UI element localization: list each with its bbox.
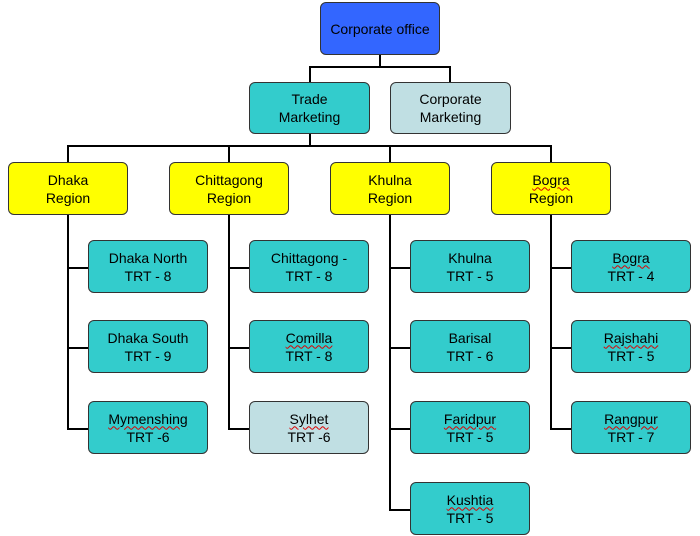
connector-office-branch [389,509,411,511]
connector-office-branch [550,428,572,430]
office-node-label-line: TRT - 5 [446,428,494,445]
office-node-label-line: TRT - 8 [285,267,333,284]
office-node-label-line: Faridpur [443,410,497,427]
office-node-label-line: Dhaka North [108,249,188,266]
connector-office-trunk [389,214,391,510]
trade-marketing-node-label-line: Marketing [278,109,341,125]
office-node-label-line: TRT - 8 [285,347,333,364]
office-node-label-line: Chittagong - [270,249,348,266]
corporate-marketing-node-label-line: Corporate [419,91,482,107]
office-node-label-line: TRT - 9 [124,347,172,364]
office-node-label-line: TRT -6 [287,428,331,445]
office-node-label-line: Khulna [448,249,492,266]
connector-region-drop [389,145,391,162]
region-node-label-line: Region [206,189,252,206]
office-node-label-line: Dhaka South [107,329,189,346]
office-node-label-line: TRT - 8 [124,267,172,284]
connector-office-trunk [228,214,230,429]
office-node-label-line: TRT - 6 [446,347,494,364]
region-node-label-line: Region [367,189,413,206]
connector-trade-down [309,133,311,146]
office-node-label-line: Mymenshing [108,410,188,427]
office-node-label-line: Rajshahi [603,329,659,346]
connector-office-trunk [550,214,552,429]
connector-office-branch [67,428,89,430]
office-node-label-line: TRT - 5 [607,347,655,364]
connector-region-drop [228,145,230,162]
region-node-label-line: Chittagong [195,171,263,188]
connector-office-branch [389,428,411,430]
connector-office-branch [550,347,572,349]
office-node-label-line: Barisal [448,329,492,346]
connector-region-drop [67,145,69,162]
office-node-label-line: TRT - 5 [446,267,494,284]
connector-dept-bus [309,66,451,68]
office-node-label-line: TRT - 5 [446,509,494,526]
connector-root-down [379,54,381,68]
corporate-office-node-label-line: Corporate office [330,20,430,37]
connector-dept-left [309,66,311,82]
connector-office-branch [389,347,411,349]
corporate-office-node: Corporate office [320,2,440,55]
connector-office-branch [550,267,572,269]
office-node-label-line: TRT - 7 [607,428,655,445]
region-node-label-line: Khulna [368,171,412,188]
connector-office-branch [228,267,250,269]
region-node-label-line: Region [45,189,91,206]
office-node-label-line: Sylhet [289,410,329,427]
region-node-label-line: Bogra [532,171,570,188]
office-node-label-line: Comilla [285,329,333,346]
connector-office-branch [67,347,89,349]
connector-region-drop [550,145,552,162]
region-node-label-line: Dhaka [47,171,89,188]
connector-office-branch [228,347,250,349]
office-node-label-line: Kushtia [446,491,494,508]
connector-office-branch [389,267,411,269]
office-node-label-line: TRT - 4 [607,267,655,284]
connector-office-branch [67,267,89,269]
office-node: Chittagong -TRT - 8 [249,240,369,293]
connector-region-bus [67,145,552,147]
office-node-label-line: TRT -6 [126,428,170,445]
connector-office-branch [228,428,250,430]
office-node-label-line: Rangpur [604,410,658,427]
connector-dept-right [449,66,451,82]
trade-marketing-node-label-line: Trade [291,91,328,107]
office-node-label-line: Bogra [612,249,650,266]
region-node-label-line: Region [528,189,574,206]
connector-office-trunk [67,214,69,429]
corporate-marketing-node-label-line: Marketing [419,109,482,125]
